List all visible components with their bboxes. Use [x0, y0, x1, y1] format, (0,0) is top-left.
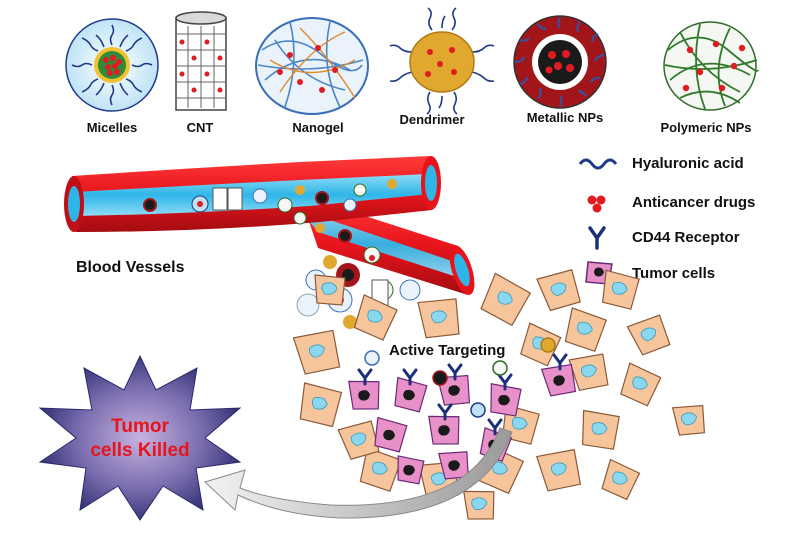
micelle-icon: Micelles — [65, 18, 159, 135]
healthy-cell — [601, 458, 641, 501]
legend-label-anticancer-drugs: Anticancer drugs — [632, 194, 755, 211]
carbon-nanotube-icon: CNT — [175, 11, 227, 135]
healthy-cell — [626, 314, 671, 356]
tumor-cell — [394, 376, 428, 413]
healthy-cell — [337, 420, 380, 460]
active-targeting-label: Active Targeting — [389, 342, 505, 359]
drug-molecule-icon — [587, 195, 606, 213]
healthy-cell — [535, 448, 582, 492]
bound-nanocarrier — [470, 402, 486, 418]
metallic-nanoparticle-icon: Metallic NPs — [513, 15, 607, 125]
carrier-label: Nanogel — [292, 120, 343, 135]
tumor-cell — [374, 416, 408, 453]
polymeric-nanoparticle-icon: Polymeric NPs — [660, 21, 759, 135]
legend-label-hyaluronic-acid: Hyaluronic acid — [632, 155, 744, 172]
legend: Hyaluronic acid Anticancer drugs CD44 Re… — [578, 155, 755, 285]
tumor-cell — [397, 455, 425, 485]
bound-nanocarrier — [540, 337, 556, 353]
cd44-receptor-icon — [588, 226, 606, 250]
blood-vessels-label: Blood Vessels — [76, 259, 185, 276]
cd44-receptor — [402, 368, 418, 386]
nanogel-icon: Nanogel — [255, 17, 369, 135]
cd44-receptor — [497, 373, 513, 391]
healthy-cell — [314, 274, 346, 306]
bound-nanocarrier — [364, 350, 380, 366]
hyaluronic-acid-icon — [578, 158, 618, 170]
cd44-receptor — [487, 418, 503, 436]
healthy-cell — [564, 307, 608, 353]
healthy-cell — [292, 329, 341, 375]
tumor-cells-killed-star: Tumor cells Killed — [38, 354, 242, 521]
dendrimer-icon: Dendrimer — [389, 7, 495, 127]
healthy-cell — [480, 272, 532, 327]
tumor-tissue — [292, 269, 706, 520]
healthy-cell — [601, 269, 640, 310]
healthy-cell — [299, 382, 343, 428]
legend-label-tumor-cells: Tumor cells — [632, 265, 715, 282]
healthy-cell — [463, 490, 495, 520]
killed-label-line1: Tumor — [111, 416, 169, 437]
healthy-cell — [620, 362, 662, 407]
healthy-cell — [582, 409, 620, 450]
tumor-cell — [540, 363, 577, 397]
bound-nanocarrier — [432, 370, 448, 386]
healthy-cell — [536, 269, 581, 312]
legend-label-cd44-receptor: CD44 Receptor — [632, 229, 740, 246]
carrier-label: CNT — [187, 120, 214, 135]
cd44-receptor — [357, 368, 373, 386]
carrier-label: Micelles — [87, 120, 138, 135]
blood-vessel: Blood Vessels — [64, 156, 475, 295]
tumor-cell — [428, 415, 460, 445]
carrier-label: Dendrimer — [399, 112, 464, 127]
cd44-receptor — [437, 403, 453, 421]
healthy-cell — [568, 353, 609, 392]
cd44-receptor — [447, 363, 463, 381]
healthy-cell — [353, 294, 398, 341]
carrier-row: Micelles CNT — [65, 7, 759, 135]
curved-arrow — [204, 427, 513, 519]
healthy-cell — [671, 404, 706, 436]
bound-nanocarrier — [492, 360, 508, 376]
killed-label-line2: cells Killed — [90, 440, 189, 461]
healthy-cell — [417, 298, 460, 339]
cd44-receptor — [552, 353, 568, 371]
healthy-cell — [359, 447, 403, 493]
tumor-cell — [490, 383, 522, 417]
carrier-label: Polymeric NPs — [660, 120, 751, 135]
tumor-cell — [348, 380, 380, 410]
tumor-cell — [438, 451, 469, 480]
carrier-label: Metallic NPs — [527, 110, 604, 125]
circulating-nanocarriers — [143, 179, 397, 243]
